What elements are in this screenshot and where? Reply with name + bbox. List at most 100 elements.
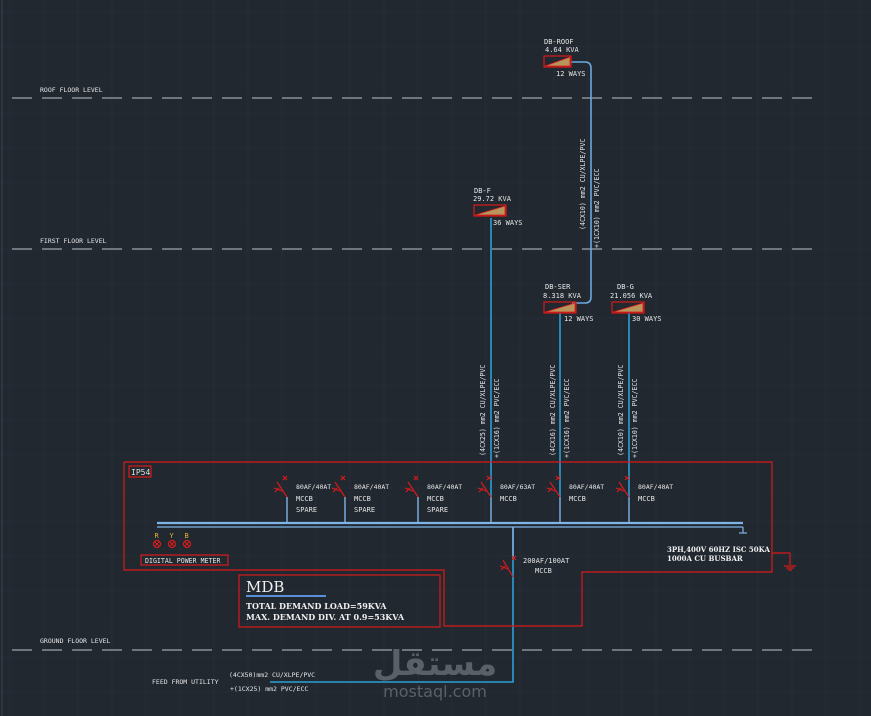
feed-cable[interactable]: [270, 527, 514, 683]
cable-label-g: (4CX10) mm2 CU/XLPE/PVC +(1CX10) mm2 PVC…: [617, 365, 639, 458]
cable-earth-text: +(1CX10) mm2 PVC/ECC: [631, 379, 639, 458]
max-demand: MAX. DEMAND DIV. AT 0.9=53KVA: [246, 612, 405, 622]
panel-name: DB-G: [617, 283, 634, 291]
phase-label: Y: [170, 532, 175, 540]
level-roof: ROOF FLOOR LEVEL: [12, 86, 815, 99]
cable-phase-text: (4CX10) mm2 CU/XLPE/PVC: [579, 139, 587, 230]
level-first-label: FIRST FLOOR LEVEL: [40, 237, 107, 245]
panel-load: 21.056 KVA: [610, 292, 653, 300]
cable-phase-text: (4CX25) mm2 CU/XLPE/PVC: [479, 365, 487, 456]
panel-ways: 36 WAYS: [493, 219, 523, 227]
mdb-title: MDB: [246, 578, 284, 596]
breaker-symbol-icon: [477, 475, 492, 498]
breaker-4[interactable]: 80AF/63AT MCCB: [477, 475, 535, 523]
panel-ways: 30 WAYS: [632, 315, 662, 323]
feed-cable-phase: (4CX50)mm2 CU/XLPE/PVC: [229, 671, 315, 679]
panel-fill: [612, 302, 644, 313]
indicator-lamp-icon: [152, 539, 162, 549]
level-ground-label: GROUND FLOOR LEVEL: [40, 637, 111, 645]
feed-label: FEED FROM UTILITY: [152, 678, 219, 686]
busbar-spec-line1: 3PH,400V 60HZ ISC 50KA: [667, 545, 770, 554]
panel-load: 4.64 KVA: [545, 46, 580, 54]
indicator-lamp-icon: [182, 539, 192, 549]
indicator-lamp-icon: [167, 539, 177, 549]
panel-db-g[interactable]: DB-G 21.056 KVA 30 WAYS: [610, 283, 662, 323]
level-roof-label: ROOF FLOOR LEVEL: [40, 86, 103, 94]
total-demand-load: TOTAL DEMAND LOAD=59KVA: [246, 601, 387, 611]
phase-indicator-r: R: [152, 532, 162, 549]
level-ground: GROUND FLOOR LEVEL: [12, 637, 815, 651]
level-first: FIRST FLOOR LEVEL: [12, 237, 815, 250]
panel-load: 29.72 KVA: [473, 195, 512, 203]
breaker-rating: 80AF/40AT: [569, 483, 604, 491]
breaker-note: SPARE: [427, 506, 448, 514]
breaker-rating: 80AF/40AT: [354, 483, 389, 491]
panel-name: DB-ROOF: [544, 38, 574, 46]
phase-label: R: [155, 532, 160, 540]
panel-db-roof[interactable]: DB-ROOF 4.64 KVA 12 WAYS: [543, 38, 586, 78]
breaker-rating: 80AF/40AT: [638, 483, 673, 491]
breaker-type: MCCB: [296, 495, 313, 503]
cable-label-roof: (4CX10) mm2 CU/XLPE/PVC +(1CX10) mm2 PVC…: [579, 139, 601, 248]
watermark-arabic: مستقل: [373, 644, 497, 684]
main-breaker-type: MCCB: [535, 567, 552, 575]
panel-symbol: [611, 301, 645, 314]
main-breaker[interactable]: 200AF/100AT MCCB: [499, 527, 570, 578]
breaker-3[interactable]: 80AF/40AT MCCB SPARE: [404, 475, 462, 523]
cable-label-f: (4CX25) mm2 CU/XLPE/PVC +(1CX16) mm2 PVC…: [479, 365, 501, 458]
panel-fill: [544, 56, 571, 67]
title-block-frame: [238, 574, 441, 628]
watermark-latin: mostaql.com: [383, 682, 487, 701]
power-meter-label: DIGITAL POWER METER: [145, 557, 220, 565]
breaker-symbol-icon: [615, 475, 630, 498]
breaker-rating: 80AF/40AT: [296, 483, 331, 491]
cable-label-ser: (4CX16) mm2 CU/XLPE/PVC +(1CX16) mm2 PVC…: [549, 365, 571, 458]
power-meter-box: [140, 554, 229, 566]
panel-ways: 12 WAYS: [556, 70, 586, 78]
watermark: مستقل mostaql.com: [373, 644, 497, 701]
breaker-2[interactable]: 80AF/40AT MCCB SPARE: [331, 475, 389, 523]
cable-phase-text: (4CX16) mm2 CU/XLPE/PVC: [549, 365, 557, 456]
utility-feed: FEED FROM UTILITY (4CX50)mm2 CU/XLPE/PVC…: [152, 671, 315, 693]
panel-db-ser[interactable]: DB-SER 8.318 KVA 12 WAYS: [543, 283, 594, 323]
breaker-type: MCCB: [354, 495, 371, 503]
main-breaker-rating: 200AF/100AT: [523, 557, 570, 565]
breaker-symbol-icon: [331, 475, 346, 498]
panel-fill: [544, 302, 576, 313]
breaker-type: MCCB: [638, 495, 655, 503]
breaker-5[interactable]: 80AF/40AT MCCB: [546, 475, 604, 523]
breaker-type: MCCB: [500, 495, 517, 503]
busbar-spec-line2: 1000A CU BUSBAR: [667, 554, 743, 563]
cable-earth-text: +(1CX16) mm2 PVC/ECC: [493, 379, 501, 458]
cable-to-db-roof[interactable]: [571, 61, 592, 304]
breaker-type: MCCB: [569, 495, 586, 503]
ip-rating-label: IP54: [131, 468, 150, 477]
panel-name: DB-F: [474, 187, 491, 195]
breaker-rating: 80AF/63AT: [500, 483, 535, 491]
breaker-rating: 80AF/40AT: [427, 483, 462, 491]
feed-cable-earth: +(1CX25) mm2 PVC/ECC: [230, 685, 308, 693]
ip-rating-box: [128, 465, 152, 478]
mdb-outline: [123, 461, 773, 627]
phase-indicator-b: B: [182, 532, 192, 549]
phase-label: B: [185, 532, 189, 540]
panel-name: DB-SER: [545, 283, 571, 291]
panel-symbol: [543, 55, 572, 68]
cable-phase-text: (4CX10) mm2 CU/XLPE/PVC: [617, 365, 625, 456]
cable-earth-text: +(1CX16) mm2 PVC/ECC: [563, 379, 571, 458]
mdb-title-block: MDB TOTAL DEMAND LOAD=59KVA MAX. DEMAND …: [238, 574, 441, 628]
panel-db-f[interactable]: DB-F 29.72 KVA 36 WAYS: [473, 187, 523, 227]
breaker-symbol-icon: [404, 475, 419, 498]
phase-indicator-y: Y: [167, 532, 177, 549]
breaker-symbol-icon: [273, 475, 288, 498]
breaker-6[interactable]: 80AF/40AT MCCB: [615, 475, 673, 523]
busbar[interactable]: [157, 521, 747, 534]
breaker-note: SPARE: [354, 506, 375, 514]
panel-ways: 12 WAYS: [564, 315, 594, 323]
panel-fill: [474, 205, 506, 216]
panel-symbol: [473, 204, 507, 217]
cable-runs: [270, 61, 630, 683]
breaker-type: MCCB: [427, 495, 444, 503]
